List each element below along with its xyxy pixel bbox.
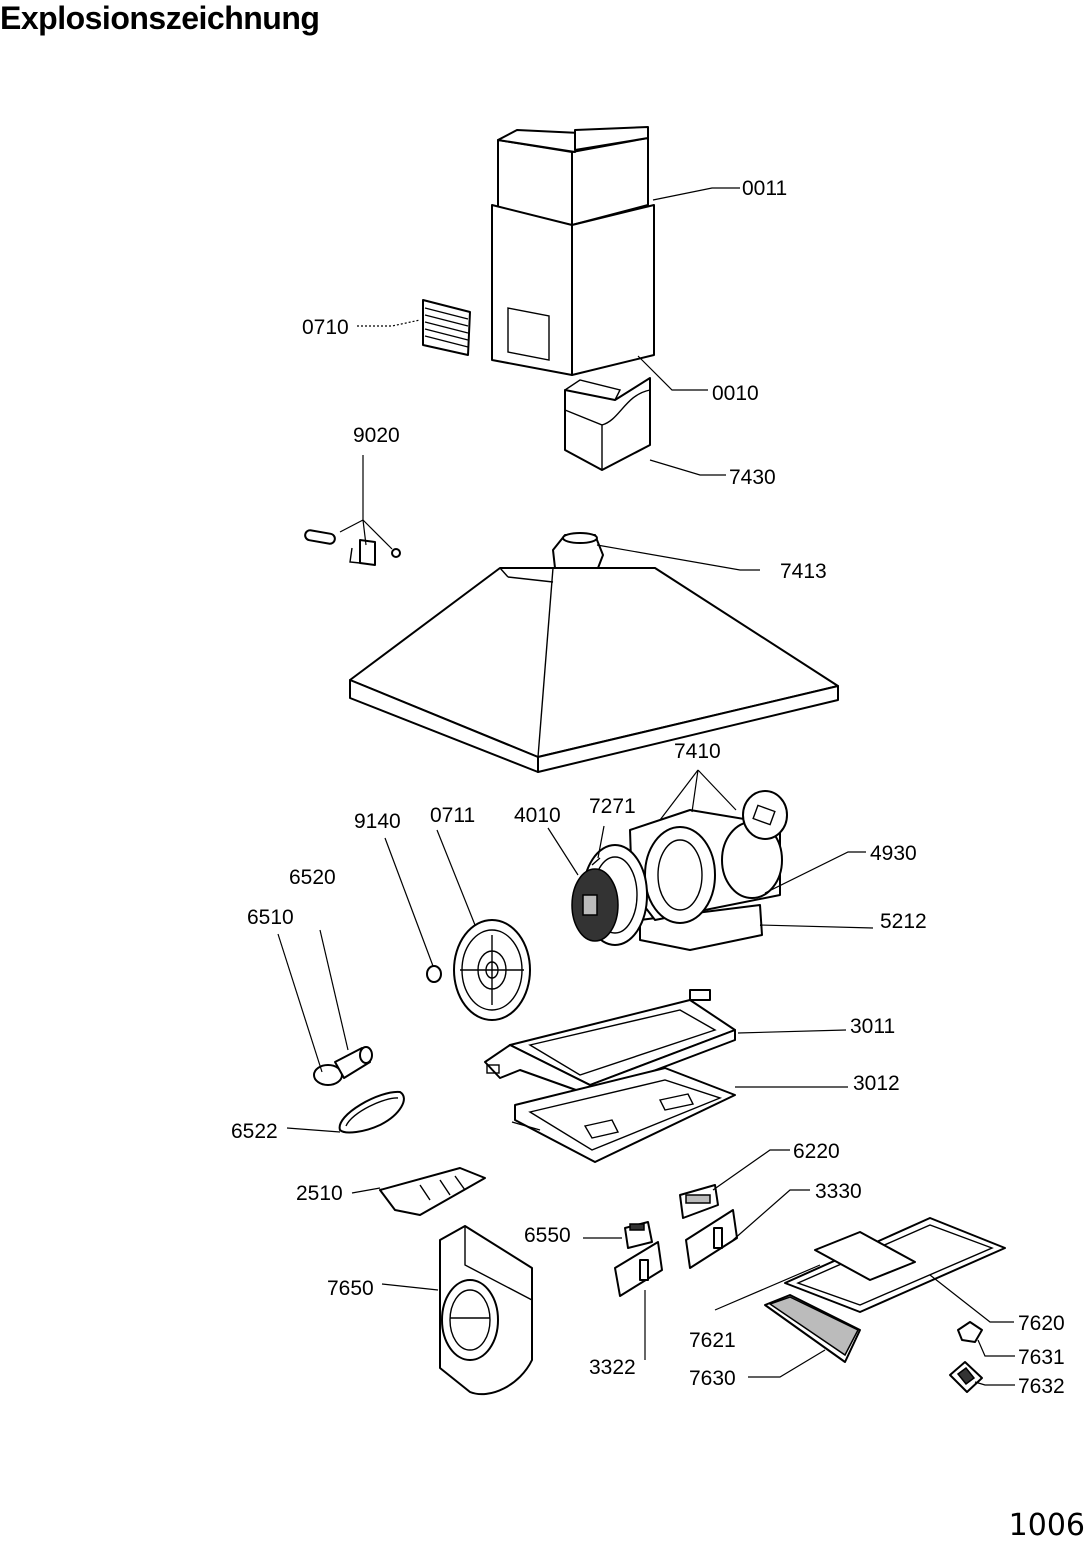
part-4010-motor — [571, 868, 619, 942]
page-number: 1006 — [1008, 1508, 1085, 1543]
part-7413-hood-canopy — [349, 532, 839, 773]
label-7430: 7430 — [729, 466, 776, 489]
part-0710-vent-grille — [422, 299, 471, 356]
part-6522-lamp-cover — [338, 1090, 405, 1134]
leader-lines — [277, 187, 1015, 1386]
part-6520-lamp-socket — [334, 1046, 373, 1079]
label-7620: 7620 — [1018, 1312, 1065, 1335]
part-4930-blower-housing — [629, 790, 788, 951]
part-3322-button — [614, 1241, 663, 1297]
label-3012: 3012 — [853, 1072, 900, 1095]
label-6520: 6520 — [289, 866, 336, 889]
label-6510: 6510 — [247, 906, 294, 929]
part-3011-filter-frame — [484, 989, 736, 1096]
label-0010: 0010 — [712, 382, 759, 405]
label-6220: 6220 — [793, 1140, 840, 1163]
label-2510: 2510 — [296, 1182, 343, 1205]
part-3330-button — [685, 1209, 738, 1269]
label-7621: 7621 — [689, 1329, 736, 1352]
label-4010: 4010 — [514, 804, 561, 827]
label-7413: 7413 — [780, 560, 827, 583]
part-0010-lower-chimney — [491, 204, 655, 376]
label-6522: 6522 — [231, 1120, 278, 1143]
label-9020: 9020 — [353, 424, 400, 447]
label-3330: 3330 — [815, 1180, 862, 1203]
part-7621-filter-mat-label — [814, 1231, 916, 1281]
label-7631: 7631 — [1018, 1346, 1065, 1369]
part-2510-control-cover — [379, 1167, 486, 1216]
part-6550-switch — [624, 1221, 653, 1249]
part-7631-clip — [957, 1321, 983, 1343]
label-7630: 7630 — [689, 1367, 736, 1390]
part-0711-fan-wheel — [453, 919, 531, 1021]
label-3011: 3011 — [850, 1015, 895, 1038]
label-7271: 7271 — [589, 795, 636, 818]
label-7632: 7632 — [1018, 1375, 1065, 1398]
label-7410: 7410 — [674, 740, 721, 763]
label-6550: 6550 — [524, 1224, 571, 1247]
part-9140-nut — [426, 965, 442, 983]
part-7650-control-housing — [439, 1225, 533, 1396]
part-7630-filter-frame — [764, 1294, 861, 1363]
label-0711: 0711 — [430, 804, 475, 827]
label-3322: 3322 — [589, 1356, 636, 1379]
label-0011: 0011 — [742, 177, 787, 200]
part-3012-filter-tray — [511, 1067, 736, 1163]
label-4930: 4930 — [870, 842, 917, 865]
label-9140: 9140 — [354, 810, 401, 833]
part-7632-clip — [949, 1361, 983, 1393]
part-6220-switch — [679, 1184, 719, 1219]
page-title: Explosionszeichnung — [0, 0, 320, 36]
part-9020-mounting-kit — [304, 529, 401, 566]
part-7430-outlet-adapter — [564, 377, 651, 471]
label-7650: 7650 — [327, 1277, 374, 1300]
part-0011-upper-chimney — [497, 126, 649, 226]
label-0710: 0710 — [302, 316, 349, 339]
label-5212: 5212 — [880, 910, 927, 933]
